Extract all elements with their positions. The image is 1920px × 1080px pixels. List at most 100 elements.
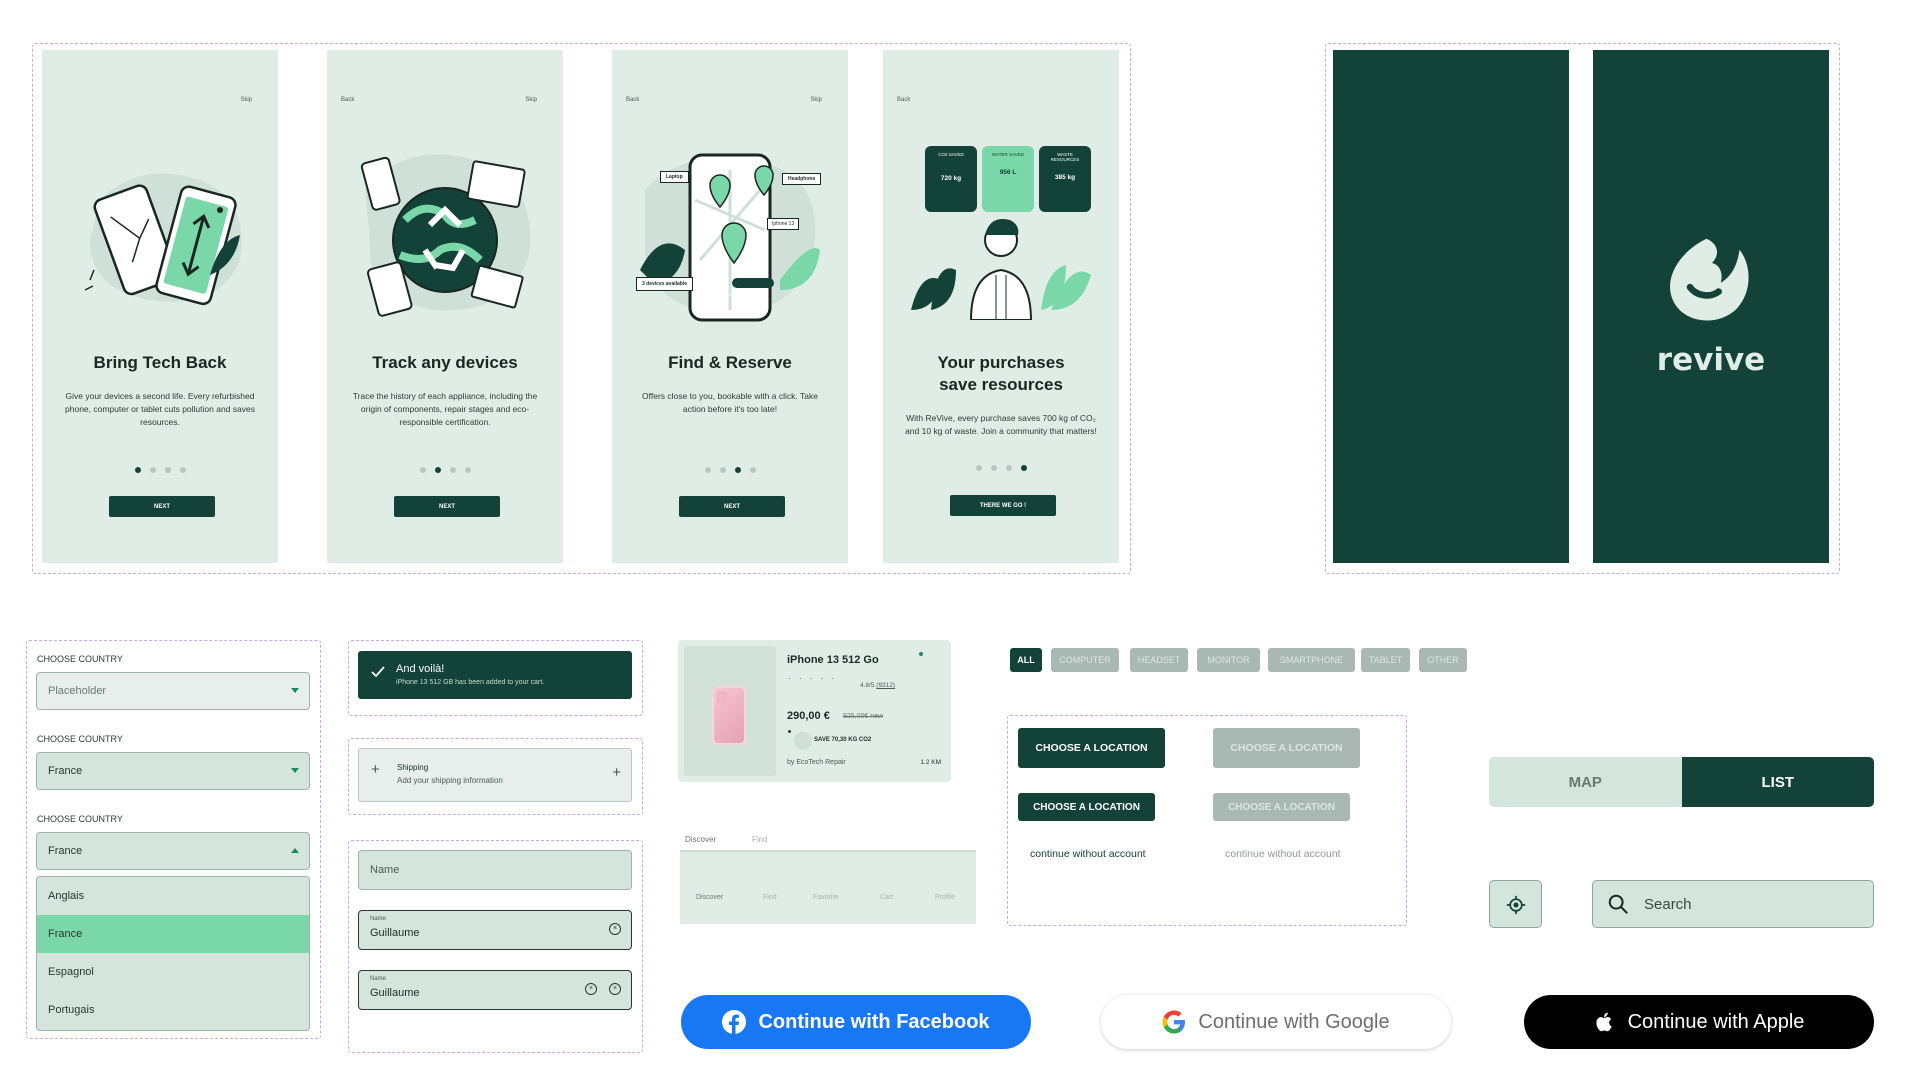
page-dot	[164, 467, 171, 473]
category-other[interactable]: OTHER	[1419, 648, 1467, 672]
search-field[interactable]: Search	[1592, 880, 1874, 928]
onboarding-body: Trace the history of each appliance, inc…	[352, 391, 538, 427]
onboarding-body: With ReVive, every purchase saves 700 kg…	[905, 413, 1097, 436]
back-link[interactable]: Back	[897, 97, 911, 103]
field-value: Guillaume	[370, 987, 420, 999]
choose-country-label: CHOOSE COUNTRY	[37, 654, 123, 664]
check-icon	[371, 666, 385, 678]
category-headset[interactable]: HEADSET	[1130, 648, 1188, 672]
next-button[interactable]: NEXT	[679, 496, 785, 517]
country-select-filled[interactable]: France	[36, 752, 310, 790]
nav-cart[interactable]: Cart	[880, 894, 894, 901]
chevron-down-icon	[291, 688, 299, 693]
clear-icon[interactable]: ×	[609, 923, 621, 935]
rating-score: 4.8/5	[860, 682, 875, 689]
name-input-empty[interactable]: Name	[358, 850, 632, 890]
revive-logo-icon	[1670, 238, 1749, 321]
skip-link[interactable]: Skip	[525, 97, 537, 103]
search-icon	[1608, 894, 1628, 914]
category-smartphone[interactable]: SMARTPHONE	[1268, 648, 1355, 672]
page-dot	[179, 467, 186, 473]
choose-location-button-disabled[interactable]: CHOOSE A LOCATION	[1213, 728, 1360, 768]
next-button[interactable]: NEXT	[394, 496, 500, 517]
view-toggle: MAP LIST	[1489, 757, 1874, 807]
product-card[interactable]: iPhone 13 512 Go · · · · · 4.8/5 (9312) …	[678, 640, 951, 782]
category-computer[interactable]: COMPUTER	[1051, 648, 1119, 672]
page-dot-active	[134, 467, 141, 473]
field-label: Name	[370, 976, 387, 982]
skip-link[interactable]: Skip	[240, 97, 252, 103]
co2-saving: SAVE 70,30 KG CO2	[814, 737, 872, 743]
clear-icon[interactable]: ×	[609, 983, 621, 995]
google-icon	[1162, 1010, 1186, 1034]
country-option[interactable]: Portugais	[48, 1004, 95, 1016]
skip-link[interactable]: Skip	[810, 97, 822, 103]
continue-without-account-link-disabled[interactable]: continue without account	[1225, 848, 1341, 860]
review-count[interactable]: (9312)	[876, 682, 896, 689]
choose-country-label: CHOOSE COUNTRY	[37, 814, 123, 824]
person-illustration	[911, 219, 1091, 320]
list-toggle-button[interactable]: LIST	[1681, 757, 1874, 807]
back-link[interactable]: Back	[626, 97, 640, 103]
choose-location-button-primary[interactable]: CHOOSE A LOCATION	[1018, 728, 1165, 768]
stat-card-co2: CO2 SAVED 720 kg	[925, 146, 977, 212]
continue-with-facebook-button[interactable]: Continue with Facebook	[681, 995, 1031, 1049]
country-option[interactable]: Anglais	[48, 890, 85, 902]
back-link[interactable]: Back	[341, 97, 355, 103]
map-toggle-button[interactable]: MAP	[1489, 757, 1682, 807]
stat-label: WASTE RESOURCES	[1050, 152, 1080, 162]
iphone-image	[712, 686, 746, 745]
page-dot	[149, 467, 156, 473]
category-tablet[interactable]: TABLET	[1361, 648, 1410, 672]
shipping-card[interactable]: + Shipping Add your shipping information…	[358, 748, 632, 802]
next-button[interactable]: NEXT	[109, 496, 215, 517]
there-we-go-button[interactable]: THERE WE GO !	[950, 495, 1056, 516]
country-select-open[interactable]: France	[36, 832, 310, 870]
page-indicator	[42, 467, 278, 473]
select-value: France	[48, 845, 83, 857]
category-monitor[interactable]: MONITOR	[1197, 648, 1260, 672]
nav-find[interactable]: Find	[763, 894, 777, 901]
status-dot	[919, 652, 923, 656]
tab-find[interactable]: Find	[752, 835, 768, 844]
toast-title: And voilà!	[396, 663, 445, 675]
facebook-button-label: Continue with Facebook	[758, 1010, 990, 1033]
category-all[interactable]: ALL	[1010, 648, 1042, 672]
choose-location-button-small-disabled[interactable]: CHOOSE A LOCATION	[1213, 793, 1350, 821]
location-buttons-frame	[1007, 715, 1407, 926]
country-select-placeholder[interactable]: Placeholder	[36, 672, 310, 710]
distance: 1.2 KM	[920, 759, 941, 766]
select-value: France	[48, 765, 83, 777]
co2-badge-icon	[794, 732, 812, 750]
locate-button[interactable]	[1489, 880, 1542, 928]
onboarding-screen-1: Skip Bring Tech Back Give your devices a…	[42, 50, 278, 563]
country-option[interactable]: Espagnol	[48, 966, 94, 978]
stat-label: WATER SAVED	[992, 152, 1024, 157]
tab-discover[interactable]: Discover	[685, 835, 717, 844]
page-dot-active	[734, 467, 741, 473]
onboarding-screen-4: Back CO2 SAVED 720 kg WATER SAVED 956 L …	[883, 50, 1119, 563]
select-value: Placeholder	[48, 685, 107, 697]
splash-screen-empty	[1333, 50, 1569, 563]
add-icon[interactable]: +	[612, 764, 621, 781]
nav-profile[interactable]: Profile	[935, 894, 955, 901]
splash-group-frame	[1325, 43, 1840, 574]
nav-discover[interactable]: Discover	[696, 894, 724, 901]
choose-location-button-small[interactable]: CHOOSE A LOCATION	[1018, 793, 1155, 821]
toast-message: iPhone 13 512 GB has been added to your …	[396, 679, 545, 686]
country-option-selected[interactable]: France	[37, 915, 309, 953]
name-input-filled[interactable]: Name Guillaume ×	[358, 910, 632, 950]
continue-with-google-button[interactable]: Continue with Google	[1101, 995, 1451, 1049]
stat-card-water: WATER SAVED 956 L	[982, 146, 1034, 212]
nav-favorite[interactable]: Favorite	[813, 894, 839, 901]
rating-stars: · · · · ·	[788, 674, 838, 683]
field-label: Name	[370, 916, 387, 922]
continue-without-account-link[interactable]: continue without account	[1030, 848, 1146, 860]
page-dot	[449, 467, 456, 473]
page-dot	[719, 467, 726, 473]
continue-with-apple-button[interactable]: Continue with Apple	[1524, 995, 1874, 1049]
shipping-title: Shipping	[397, 763, 429, 772]
page-dot	[704, 467, 711, 473]
name-input-focused[interactable]: Name Guillaume × ×	[358, 970, 632, 1010]
field-value: Guillaume	[370, 927, 420, 939]
